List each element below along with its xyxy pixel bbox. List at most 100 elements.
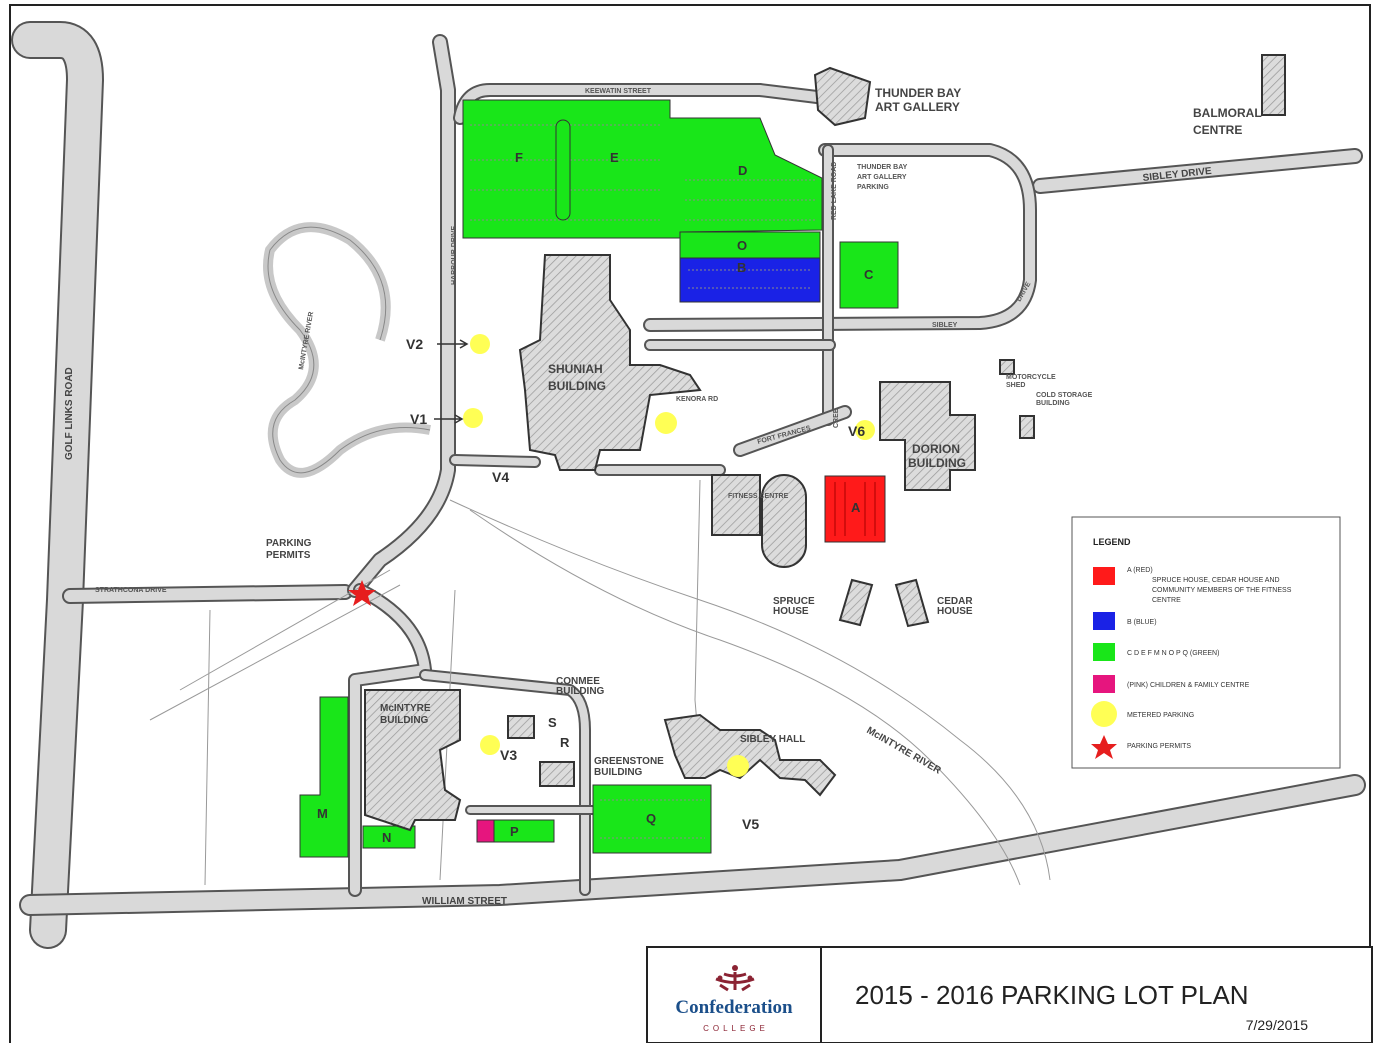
- lot-m[interactable]: [299, 696, 349, 858]
- legend-swatch-pink: [1093, 675, 1115, 693]
- label-sibley-top: SIBLEY: [932, 322, 958, 329]
- legend-meter: METERED PARKING: [1127, 712, 1194, 719]
- lot-n[interactable]: [362, 825, 416, 849]
- legend-red-4: CENTRE: [1152, 597, 1181, 604]
- lot-letter-a: A: [851, 500, 861, 515]
- label-strathcona: STRATHCONA DRIVE: [95, 587, 167, 594]
- label-dorion-2: BUILDING: [908, 456, 966, 470]
- cedar-house[interactable]: [894, 578, 930, 628]
- lot-letter-e: E: [610, 150, 619, 165]
- parking-lots: [299, 99, 899, 858]
- legend-pink: (PINK) CHILDREN & FAMILY CENTRE: [1127, 682, 1250, 689]
- label-dorion-1: DORION: [912, 442, 960, 456]
- label-harbour: HARBOUR DRIVE: [451, 226, 458, 285]
- fitness-track[interactable]: [761, 474, 807, 568]
- label-conmee-2: BUILDING: [556, 686, 605, 697]
- meter-v1[interactable]: [463, 408, 483, 428]
- meter-label-v1: V1: [410, 411, 427, 427]
- map-labels: GOLF LINKS ROAD KEEWATIN STREET SIBLEY D…: [64, 86, 1262, 907]
- label-kenora: KENORA RD: [676, 396, 718, 403]
- label-art-gallery-parking-3: PARKING: [857, 184, 889, 191]
- shuniah-building[interactable]: [518, 254, 702, 471]
- lot-letter-o: O: [737, 238, 747, 253]
- college-crest-icon: [715, 965, 755, 992]
- label-art-gallery-parking-1: THUNDER BAY: [857, 164, 908, 171]
- legend-blue: B (BLUE): [1127, 619, 1157, 626]
- dorion-building[interactable]: [879, 381, 976, 491]
- greenstone-building[interactable]: [539, 761, 575, 787]
- lot-letter-c: C: [864, 267, 874, 282]
- lot-p[interactable]: [493, 819, 555, 843]
- balmoral-building[interactable]: [1261, 54, 1286, 116]
- lot-q[interactable]: [592, 784, 712, 854]
- lot-fed[interactable]: [462, 99, 823, 239]
- label-cedar-2: HOUSE: [937, 606, 973, 617]
- label-spruce-1: SPRUCE: [773, 596, 815, 607]
- label-conmee-1: CONMEE: [556, 676, 600, 687]
- legend-green: C D E F M N O P Q (GREEN): [1127, 650, 1219, 657]
- lot-letters: F E D O B C A M N P Q S R: [317, 150, 874, 845]
- meter-label-v3: V3: [500, 747, 517, 763]
- legend-swatch-red: [1093, 567, 1115, 585]
- motorcycle-shed[interactable]: [999, 359, 1015, 375]
- title-block: Confederation COLLEGE 2015 - 2016 PARKIN…: [646, 946, 1373, 1043]
- label-permits-1: PARKING: [266, 538, 312, 549]
- label-fitness: FITNESS CENTRE: [728, 493, 789, 500]
- cold-storage-building[interactable]: [1019, 415, 1035, 439]
- lot-letter-q: Q: [646, 811, 656, 826]
- lot-letter-d: D: [738, 163, 747, 178]
- meter-labels: V1 V2 V3 V4 V5 V6: [406, 336, 865, 832]
- brand-sub: COLLEGE: [703, 1024, 769, 1033]
- lot-letter-b: B: [737, 260, 746, 275]
- label-mcintyre-river-east: McINTYRE RIVER: [865, 725, 944, 777]
- label-art-gallery-2: ART GALLERY: [875, 100, 960, 114]
- parking-permits-star-icon[interactable]: [348, 580, 376, 606]
- meter-v5[interactable]: [727, 755, 749, 777]
- lot-p-pink[interactable]: [476, 819, 495, 843]
- lot-letter-n: N: [382, 830, 391, 845]
- label-motorcycle-2: SHED: [1006, 382, 1025, 389]
- meter-v3[interactable]: [480, 735, 500, 755]
- lot-o[interactable]: [679, 231, 821, 261]
- plan-title: 2015 - 2016 PARKING LOT PLAN: [855, 980, 1249, 1010]
- label-greenstone-1: GREENSTONE: [594, 756, 664, 767]
- sibley-hall[interactable]: [663, 713, 837, 797]
- legend-red-3: COMMUNITY MEMBERS OF THE FITNESS: [1152, 587, 1292, 594]
- lot-b[interactable]: [679, 257, 821, 303]
- page-border: [9, 4, 1371, 1043]
- label-cedar-1: CEDAR: [937, 596, 973, 607]
- label-mcintyre-1: McINTYRE: [380, 703, 431, 714]
- label-greenstone-2: BUILDING: [594, 767, 643, 778]
- meter-label-v5: V5: [742, 816, 759, 832]
- label-golf-links: GOLF LINKS ROAD: [64, 367, 75, 460]
- label-shuniah-1: SHUNIAH: [548, 362, 603, 376]
- mcintyre-building[interactable]: [364, 689, 462, 832]
- label-keewatin: KEEWATIN STREET: [585, 88, 652, 95]
- lot-letter-s: S: [548, 715, 557, 730]
- label-balmoral-1: BALMORAL: [1193, 106, 1262, 120]
- meter-v6[interactable]: [855, 420, 875, 440]
- label-shuniah-2: BUILDING: [548, 379, 606, 393]
- legend-swatch-green: [1093, 643, 1115, 661]
- lot-letter-r: R: [560, 735, 570, 750]
- label-sibley-hall: SIBLEY HALL: [740, 734, 805, 745]
- buildings: [364, 54, 1286, 832]
- plan-date: 7/29/2015: [1246, 1017, 1308, 1033]
- meter-v4[interactable]: [655, 412, 677, 434]
- spruce-house[interactable]: [838, 578, 874, 627]
- fitness-centre-building[interactable]: [711, 474, 761, 536]
- label-cold-1: COLD STORAGE: [1036, 392, 1093, 399]
- lot-c[interactable]: [839, 241, 899, 309]
- conmee-building[interactable]: [507, 715, 535, 739]
- road-network: [11, 21, 1366, 949]
- label-red-lake: RED LAKE ROAD: [831, 162, 838, 220]
- art-gallery-building[interactable]: [813, 66, 872, 127]
- label-art-gallery-parking-2: ART GALLERY: [857, 174, 907, 181]
- label-mcintyre-2: BUILDING: [380, 715, 429, 726]
- legend-title: LEGEND: [1093, 537, 1131, 547]
- label-spruce-2: HOUSE: [773, 606, 809, 617]
- label-william: WILLIAM STREET: [422, 896, 507, 907]
- legend-permits: PARKING PERMITS: [1127, 743, 1191, 750]
- meter-v2[interactable]: [470, 334, 490, 354]
